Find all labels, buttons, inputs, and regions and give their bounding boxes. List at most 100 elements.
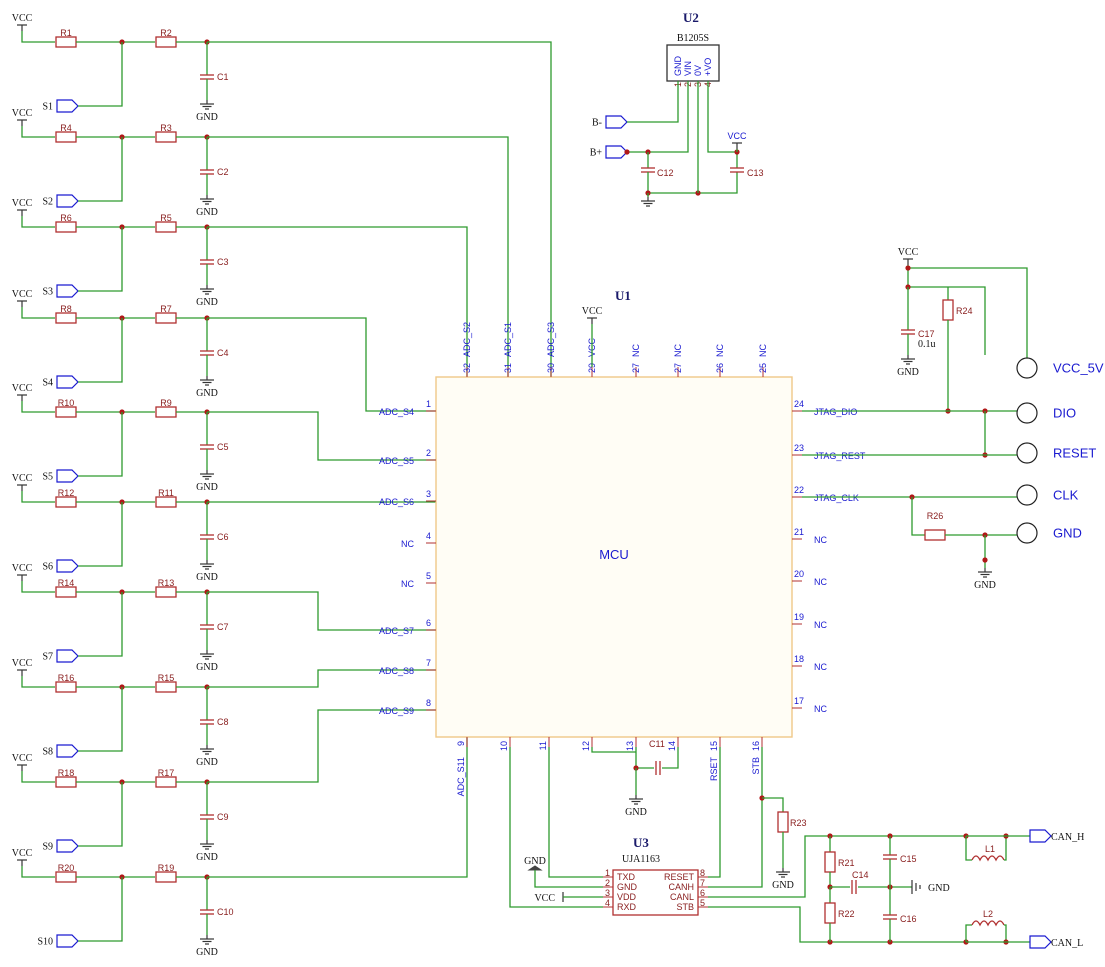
- port-arrow: [1029, 935, 1052, 949]
- connector-pad: [1016, 522, 1038, 544]
- resistor-r22: [824, 902, 836, 924]
- wire: [21, 771, 55, 783]
- u3-pin-gnd: GND: [617, 882, 638, 892]
- vcc-label: VCC: [12, 848, 33, 859]
- pin-number: 18: [794, 654, 804, 664]
- pin-number: 20: [794, 569, 804, 579]
- gnd-label: GND: [196, 388, 218, 399]
- pin-number: 17: [794, 696, 804, 706]
- resistor-r9: [155, 406, 177, 418]
- port-label: S9: [42, 842, 53, 853]
- wire: [207, 136, 509, 377]
- label-r9: R9: [160, 398, 172, 408]
- connector-label: VCC_5V: [1053, 361, 1104, 376]
- label-r2: R2: [160, 28, 172, 38]
- u3-pin-canl: CANL: [670, 892, 694, 902]
- wire: [78, 137, 123, 202]
- pin-number: 11: [538, 741, 548, 750]
- label-r11: R11: [158, 488, 174, 498]
- label-r14: R14: [58, 578, 75, 588]
- resistor-r14: [55, 586, 77, 598]
- resistor-r13: [155, 586, 177, 598]
- pin-number: 14: [667, 741, 677, 751]
- resistor-r12: [55, 496, 77, 508]
- pin-number: 25: [758, 363, 768, 373]
- u3-pin-number: 3: [605, 888, 610, 898]
- pin-number: 10: [499, 741, 509, 751]
- vcc-label: VCC: [898, 247, 919, 258]
- pin-name-adc_s7: ADC_S7: [379, 626, 414, 636]
- pin-number: 5: [426, 571, 431, 581]
- u3-pin-rxd: RXD: [617, 902, 637, 912]
- pin-number: 1: [426, 399, 431, 409]
- gnd-label: GND: [196, 572, 218, 583]
- label-c1: C1: [217, 72, 229, 82]
- port-arrow: [56, 744, 79, 758]
- resistor-r18: [55, 776, 77, 788]
- label-c15: C15: [900, 854, 917, 864]
- resistor-r17: [155, 776, 177, 788]
- vcc-label: VCC: [12, 473, 33, 484]
- pin-name-adc_s5: ADC_S5: [379, 456, 414, 466]
- vcc-label: VCC: [12, 198, 33, 209]
- pin-name-jtag_dio: JTAG_DIO: [814, 407, 857, 417]
- label-c17-value: 0.1u: [918, 339, 936, 350]
- label-c14: C14: [852, 870, 869, 880]
- u3-part: UJA1163: [622, 854, 660, 865]
- port-label: S1: [42, 102, 53, 113]
- gnd-label: GND: [196, 297, 218, 308]
- pin-number: 2: [426, 448, 431, 458]
- resistor-r4: [55, 131, 77, 143]
- vcc-label: VCC: [12, 108, 33, 119]
- wire: [21, 581, 55, 593]
- port-arrow: [605, 145, 628, 159]
- pin-number: 13: [625, 741, 635, 751]
- label-r10: R10: [58, 398, 75, 408]
- pin-number: 3: [426, 489, 431, 499]
- port-label: B-: [592, 118, 602, 129]
- u2-pin-name-vin: VIN: [683, 61, 693, 76]
- pin-number: 16: [751, 741, 761, 751]
- wire: [78, 592, 123, 657]
- pin-number: 22: [794, 485, 804, 495]
- label-c17: C17: [918, 329, 935, 339]
- label-r24: R24: [956, 306, 973, 316]
- label-r8: R8: [60, 304, 72, 314]
- wire: [207, 226, 468, 377]
- label-r1: R1: [60, 28, 72, 38]
- wire: [207, 317, 436, 412]
- wire: [21, 31, 55, 43]
- wire: [647, 172, 738, 194]
- label-c5: C5: [217, 442, 229, 452]
- resistor-r19: [155, 871, 177, 883]
- wire: [708, 747, 763, 888]
- can-h-label: CAN_H: [1051, 832, 1084, 843]
- gnd-label: GND: [196, 852, 218, 863]
- pin-name-nc: NC: [814, 535, 827, 545]
- pin-name-adc_s4: ADC_S4: [379, 407, 414, 417]
- u3-pin-number: 1: [605, 868, 610, 878]
- label-r3: R3: [160, 123, 172, 133]
- pin-name-adc_s11: ADC_S11: [456, 757, 466, 796]
- pin-name-jtag_rest: JTAG_REST: [814, 451, 866, 461]
- label-r13: R13: [158, 578, 175, 588]
- gnd-label: GND: [196, 482, 218, 493]
- label-c12: C12: [657, 168, 674, 178]
- wire: [21, 866, 55, 878]
- connector-label: RESET: [1053, 446, 1096, 461]
- pin-name-rset: RSET: [709, 757, 719, 782]
- pin-name-stb: STB: [751, 757, 761, 775]
- wire: [78, 502, 123, 567]
- label-r20: R20: [58, 863, 75, 873]
- wire: [948, 286, 986, 355]
- gnd-label: GND: [772, 880, 794, 891]
- wire: [708, 835, 966, 898]
- label-c10: C10: [217, 907, 234, 917]
- pin-number: 27: [673, 363, 683, 373]
- pin-name-nc: NC: [758, 344, 768, 357]
- port-arrow: [605, 115, 628, 129]
- wire: [662, 747, 679, 769]
- resistor-r26: [924, 529, 946, 541]
- pin-number: 6: [426, 618, 431, 628]
- u2-body: [666, 44, 720, 82]
